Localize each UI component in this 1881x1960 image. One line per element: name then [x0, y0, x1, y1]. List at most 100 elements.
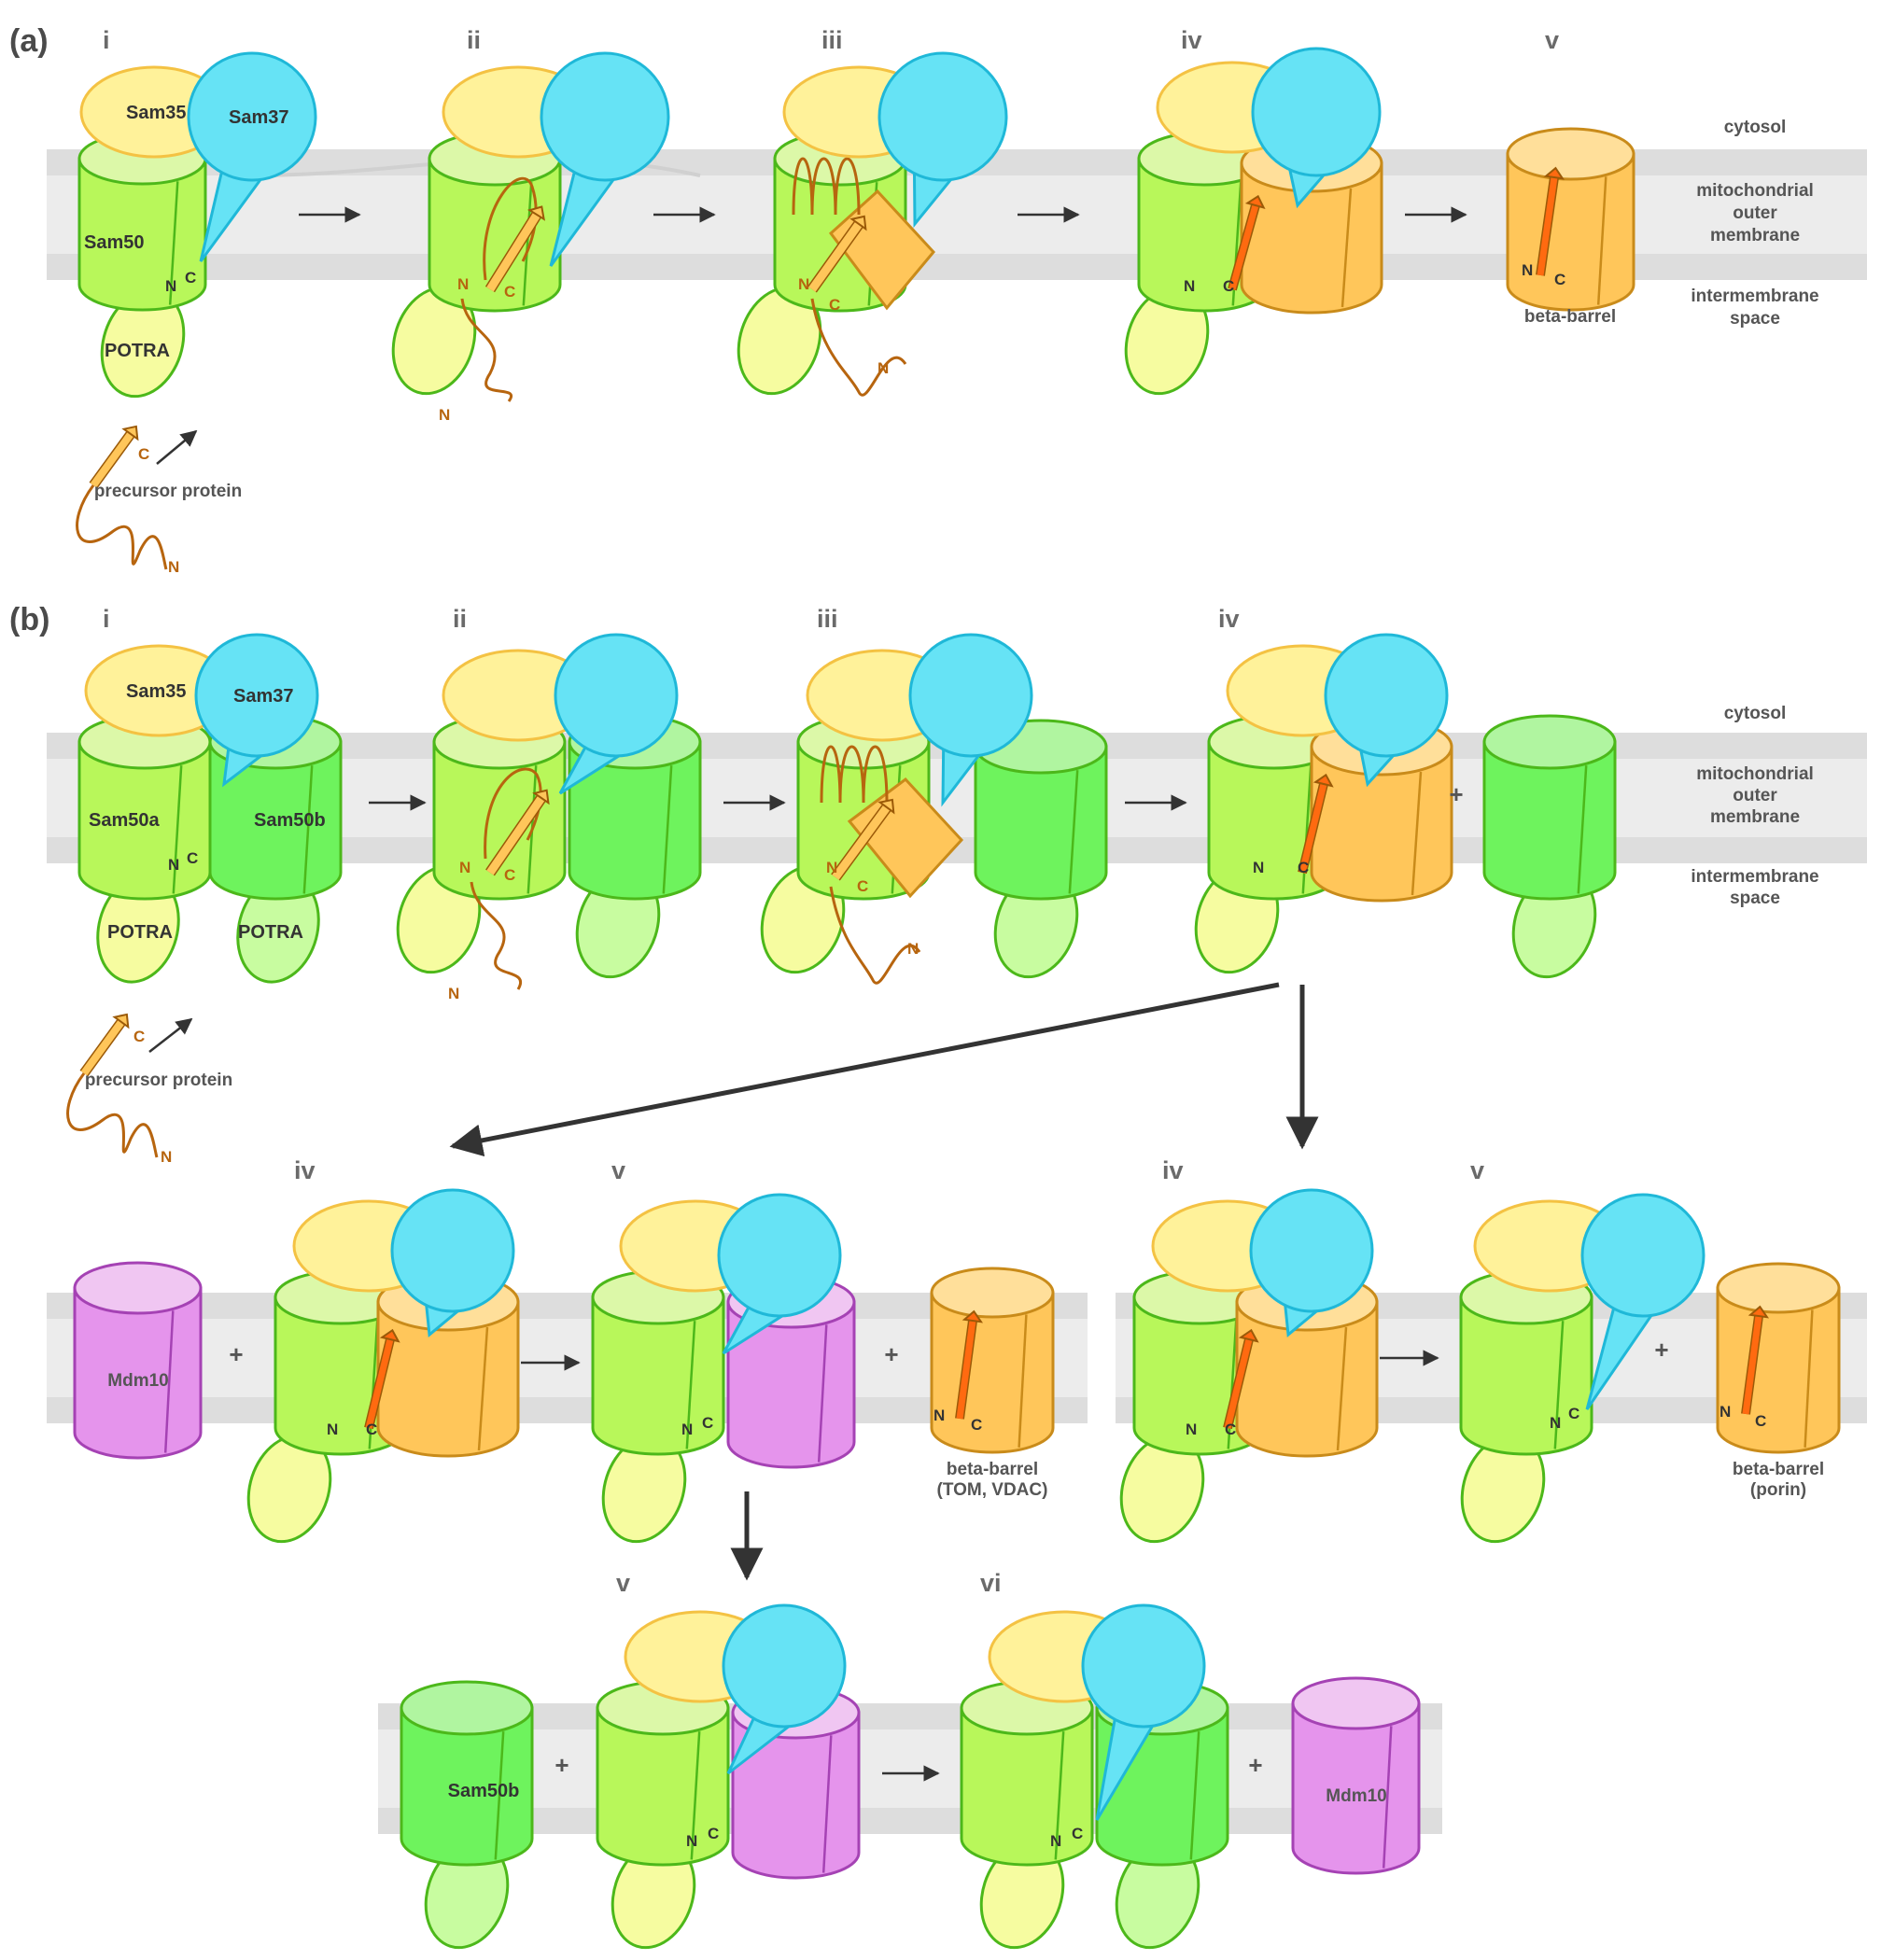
b-iv-released-sam50b-body	[1482, 740, 1617, 901]
a-v-c: C	[1554, 271, 1565, 288]
membrane-b-mid-left-outer-leaflet	[47, 1293, 1088, 1319]
b-bot-sam50b-top	[400, 1680, 534, 1736]
a-iii-sam37-head	[877, 51, 1008, 182]
a-ims-label-2: space	[1730, 309, 1780, 329]
b-iv-strand-head	[1312, 773, 1334, 788]
b-bottom-stage-0: v	[616, 1569, 630, 1597]
b-bot-vi-sam37-head	[1081, 1603, 1206, 1729]
b-midl-iv-c: C	[366, 1421, 377, 1438]
a-precursor-c: C	[138, 445, 149, 463]
a-cytosol-label: cytosol	[1724, 118, 1787, 137]
b-midr-iv-sam37-head	[1249, 1188, 1374, 1313]
b-midl-mdm10-1-label: Mdm10	[107, 1371, 168, 1391]
b-midl-v-sam50-seam	[685, 1321, 696, 1449]
b-precursor-squiggle	[66, 1072, 159, 1158]
b-iv-sam37	[1324, 633, 1449, 788]
a-iv-barrel-seam	[1341, 188, 1353, 308]
a-precursor-arrow	[156, 429, 198, 465]
b-i-potra-b-label: POTRA	[238, 922, 303, 943]
b-iii-c: C	[857, 877, 868, 895]
b-iv-barrel-body	[1310, 745, 1453, 903]
b-midr-iv-strand-head	[1238, 1328, 1259, 1343]
b-iv-plus: +	[1449, 780, 1463, 808]
b-i-sam37-head	[194, 633, 319, 758]
b-ii-hairpin	[486, 795, 545, 875]
b-i-sam50b-seam	[302, 765, 314, 894]
a-precursor-squiggle	[76, 484, 168, 570]
b-bot-v-sam37	[722, 1603, 847, 1775]
b-ii-loop	[484, 767, 542, 860]
panel-a-label: (a)	[9, 23, 49, 59]
b-iii-sam50b-body	[974, 745, 1108, 901]
a-v-barrel-seam	[1596, 176, 1607, 305]
b-midr-beta-c: C	[1755, 1412, 1766, 1430]
b-iii-tail	[829, 886, 921, 985]
b-bot-plus-1: +	[554, 1751, 569, 1779]
a-iii-hairpin	[808, 221, 863, 292]
b-midl-iv-sam37	[390, 1188, 515, 1337]
a-ii-sam37	[540, 51, 670, 267]
b-i-c: C	[187, 849, 198, 867]
b-ii-n: N	[459, 859, 470, 876]
b-precursor-c: C	[133, 1028, 145, 1045]
b-bot-v-c: C	[708, 1825, 719, 1842]
b-midl-mdm10-1-body	[73, 1286, 203, 1460]
a-v-strand	[1537, 176, 1558, 276]
membrane-b-bottom	[378, 1703, 1442, 1834]
a-i-sam50-body	[77, 157, 207, 312]
panel-b-top-stage-2: iii	[817, 605, 838, 633]
b-bot-mdm10	[1291, 1676, 1421, 1875]
b-ii-sam50a	[432, 714, 567, 901]
a-iii-hairpin-head	[849, 215, 867, 231]
membranes	[47, 149, 1867, 1834]
b-ims-label-1: intermembrane	[1691, 867, 1818, 887]
panel-a-stage-2: iii	[821, 26, 843, 54]
b-midl-beta-c: C	[971, 1416, 982, 1434]
b-bot-vi-sam50a-body	[960, 1706, 1094, 1867]
b-bot-v-sam37-head	[722, 1603, 847, 1729]
a-precursor-strand-head	[121, 425, 139, 441]
b-midr-iv-sam37	[1249, 1188, 1374, 1337]
b-precursor-label: precursor protein	[85, 1071, 232, 1090]
b-iii-loops	[820, 745, 889, 804]
b-bot-v-mdm10-body	[731, 1711, 861, 1880]
b-midl-beta-barrel-seam	[1018, 1314, 1028, 1448]
b-midr-beta-strand-head	[1748, 1305, 1770, 1319]
b-iii-hairpin	[832, 805, 891, 880]
b-i-sam35-label: Sam35	[126, 681, 187, 702]
panel-b-top-stage-0: i	[103, 605, 110, 633]
b-midl-iv-barrel-seam	[477, 1326, 489, 1451]
b-midr-iv-n: N	[1186, 1421, 1197, 1438]
b-i-sam50b-body	[208, 740, 343, 901]
a-om-label-3: membrane	[1710, 226, 1800, 245]
b-midl-mdm10-1-top	[73, 1261, 203, 1315]
b-midr-v-sam50-body	[1459, 1295, 1593, 1456]
b-midr-iv-c: C	[1225, 1421, 1236, 1438]
a-om-label-2: outer	[1733, 203, 1777, 223]
b-midl-plus-2: +	[884, 1340, 898, 1368]
b-midr-v-sam37-head	[1580, 1193, 1706, 1318]
b-bot-v-mdm10-seam	[821, 1735, 833, 1873]
b-iv-barrel-seam	[1411, 771, 1423, 896]
b-ims-label-2: space	[1730, 889, 1780, 908]
a-om-label-1: mitochondrial	[1696, 181, 1814, 201]
b-bot-mdm10-top	[1291, 1676, 1421, 1730]
protein-shapes	[66, 47, 1841, 1950]
b-mid-left-stage-1: v	[611, 1156, 625, 1184]
b-branch-arrow-left	[449, 982, 1280, 1157]
b-midl-v-sam37	[717, 1193, 842, 1355]
a-iv-n: N	[1184, 277, 1195, 295]
b-mid-left-stage-0: iv	[294, 1156, 316, 1184]
a-ii-sam50-seam	[522, 182, 533, 306]
a-iv-sam37-head	[1251, 47, 1382, 177]
b-ii-sam50a-body	[432, 740, 567, 901]
a-precursor-strand	[90, 431, 134, 488]
b-ii-sam37-head	[554, 633, 679, 758]
b-om-label-2: outer	[1733, 786, 1777, 805]
b-bot-vi-sam50a-seam	[1054, 1731, 1065, 1860]
a-ii-tail	[460, 298, 512, 402]
a-i-potra-label: POTRA	[105, 341, 170, 361]
panel-b-top-stage-1: ii	[453, 605, 467, 633]
a-ii-hairpin	[486, 212, 540, 292]
